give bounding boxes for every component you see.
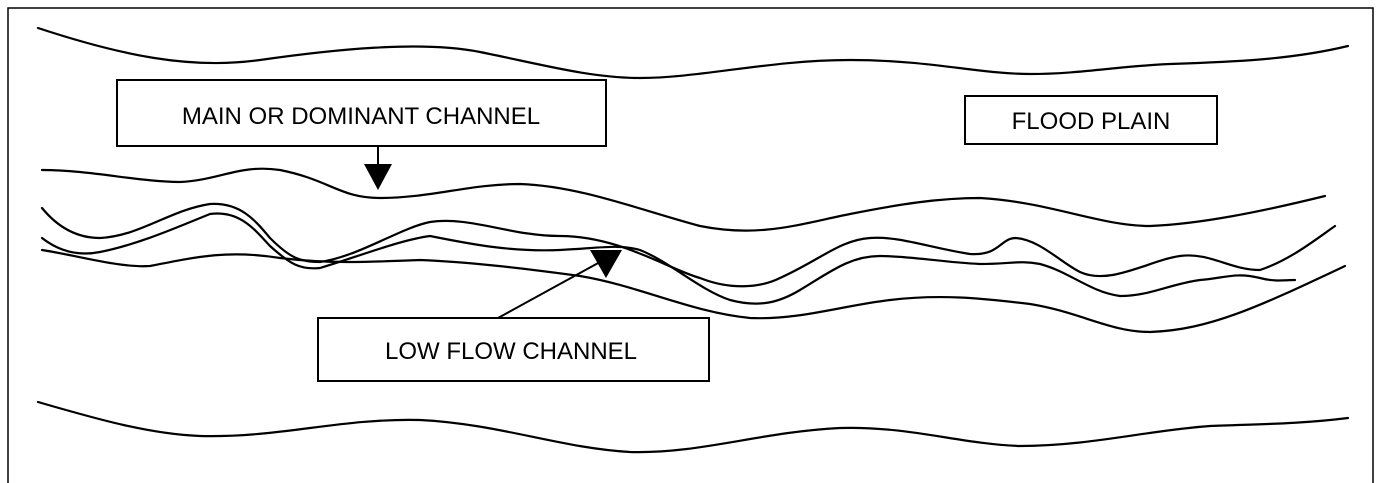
low-flow-channel-label-box	[317, 317, 710, 382]
main-channel-lower-bank	[40, 248, 1347, 334]
low-flow-channel-arrowhead	[590, 250, 622, 278]
low-flow-channel-callout: LOW FLOW CHANNEL	[317, 250, 710, 382]
flood-plain-label-box	[964, 95, 1218, 145]
flood-plain-bottom-boundary	[36, 400, 1350, 454]
main-channel-upper-bank	[40, 167, 1327, 232]
flood-plain-label: FLOOD PLAIN	[1012, 108, 1171, 135]
flood-plain-top-boundary	[36, 26, 1350, 80]
main-channel-label: MAIN OR DOMINANT CHANNEL	[182, 103, 540, 130]
low-flow-channel-upper-line	[40, 202, 1337, 288]
main-channel-arrowhead	[364, 164, 392, 190]
low-flow-channel-leader	[497, 261, 601, 319]
low-flow-channel-label: LOW FLOW CHANNEL	[385, 338, 637, 365]
main-channel-callout: MAIN OR DOMINANT CHANNEL	[116, 79, 607, 190]
main-channel-label-box	[116, 79, 607, 147]
flood-plain-callout: FLOOD PLAIN	[964, 95, 1218, 145]
frame-border	[7, 7, 1374, 483]
low-flow-channel-lower-line	[40, 212, 1297, 305]
